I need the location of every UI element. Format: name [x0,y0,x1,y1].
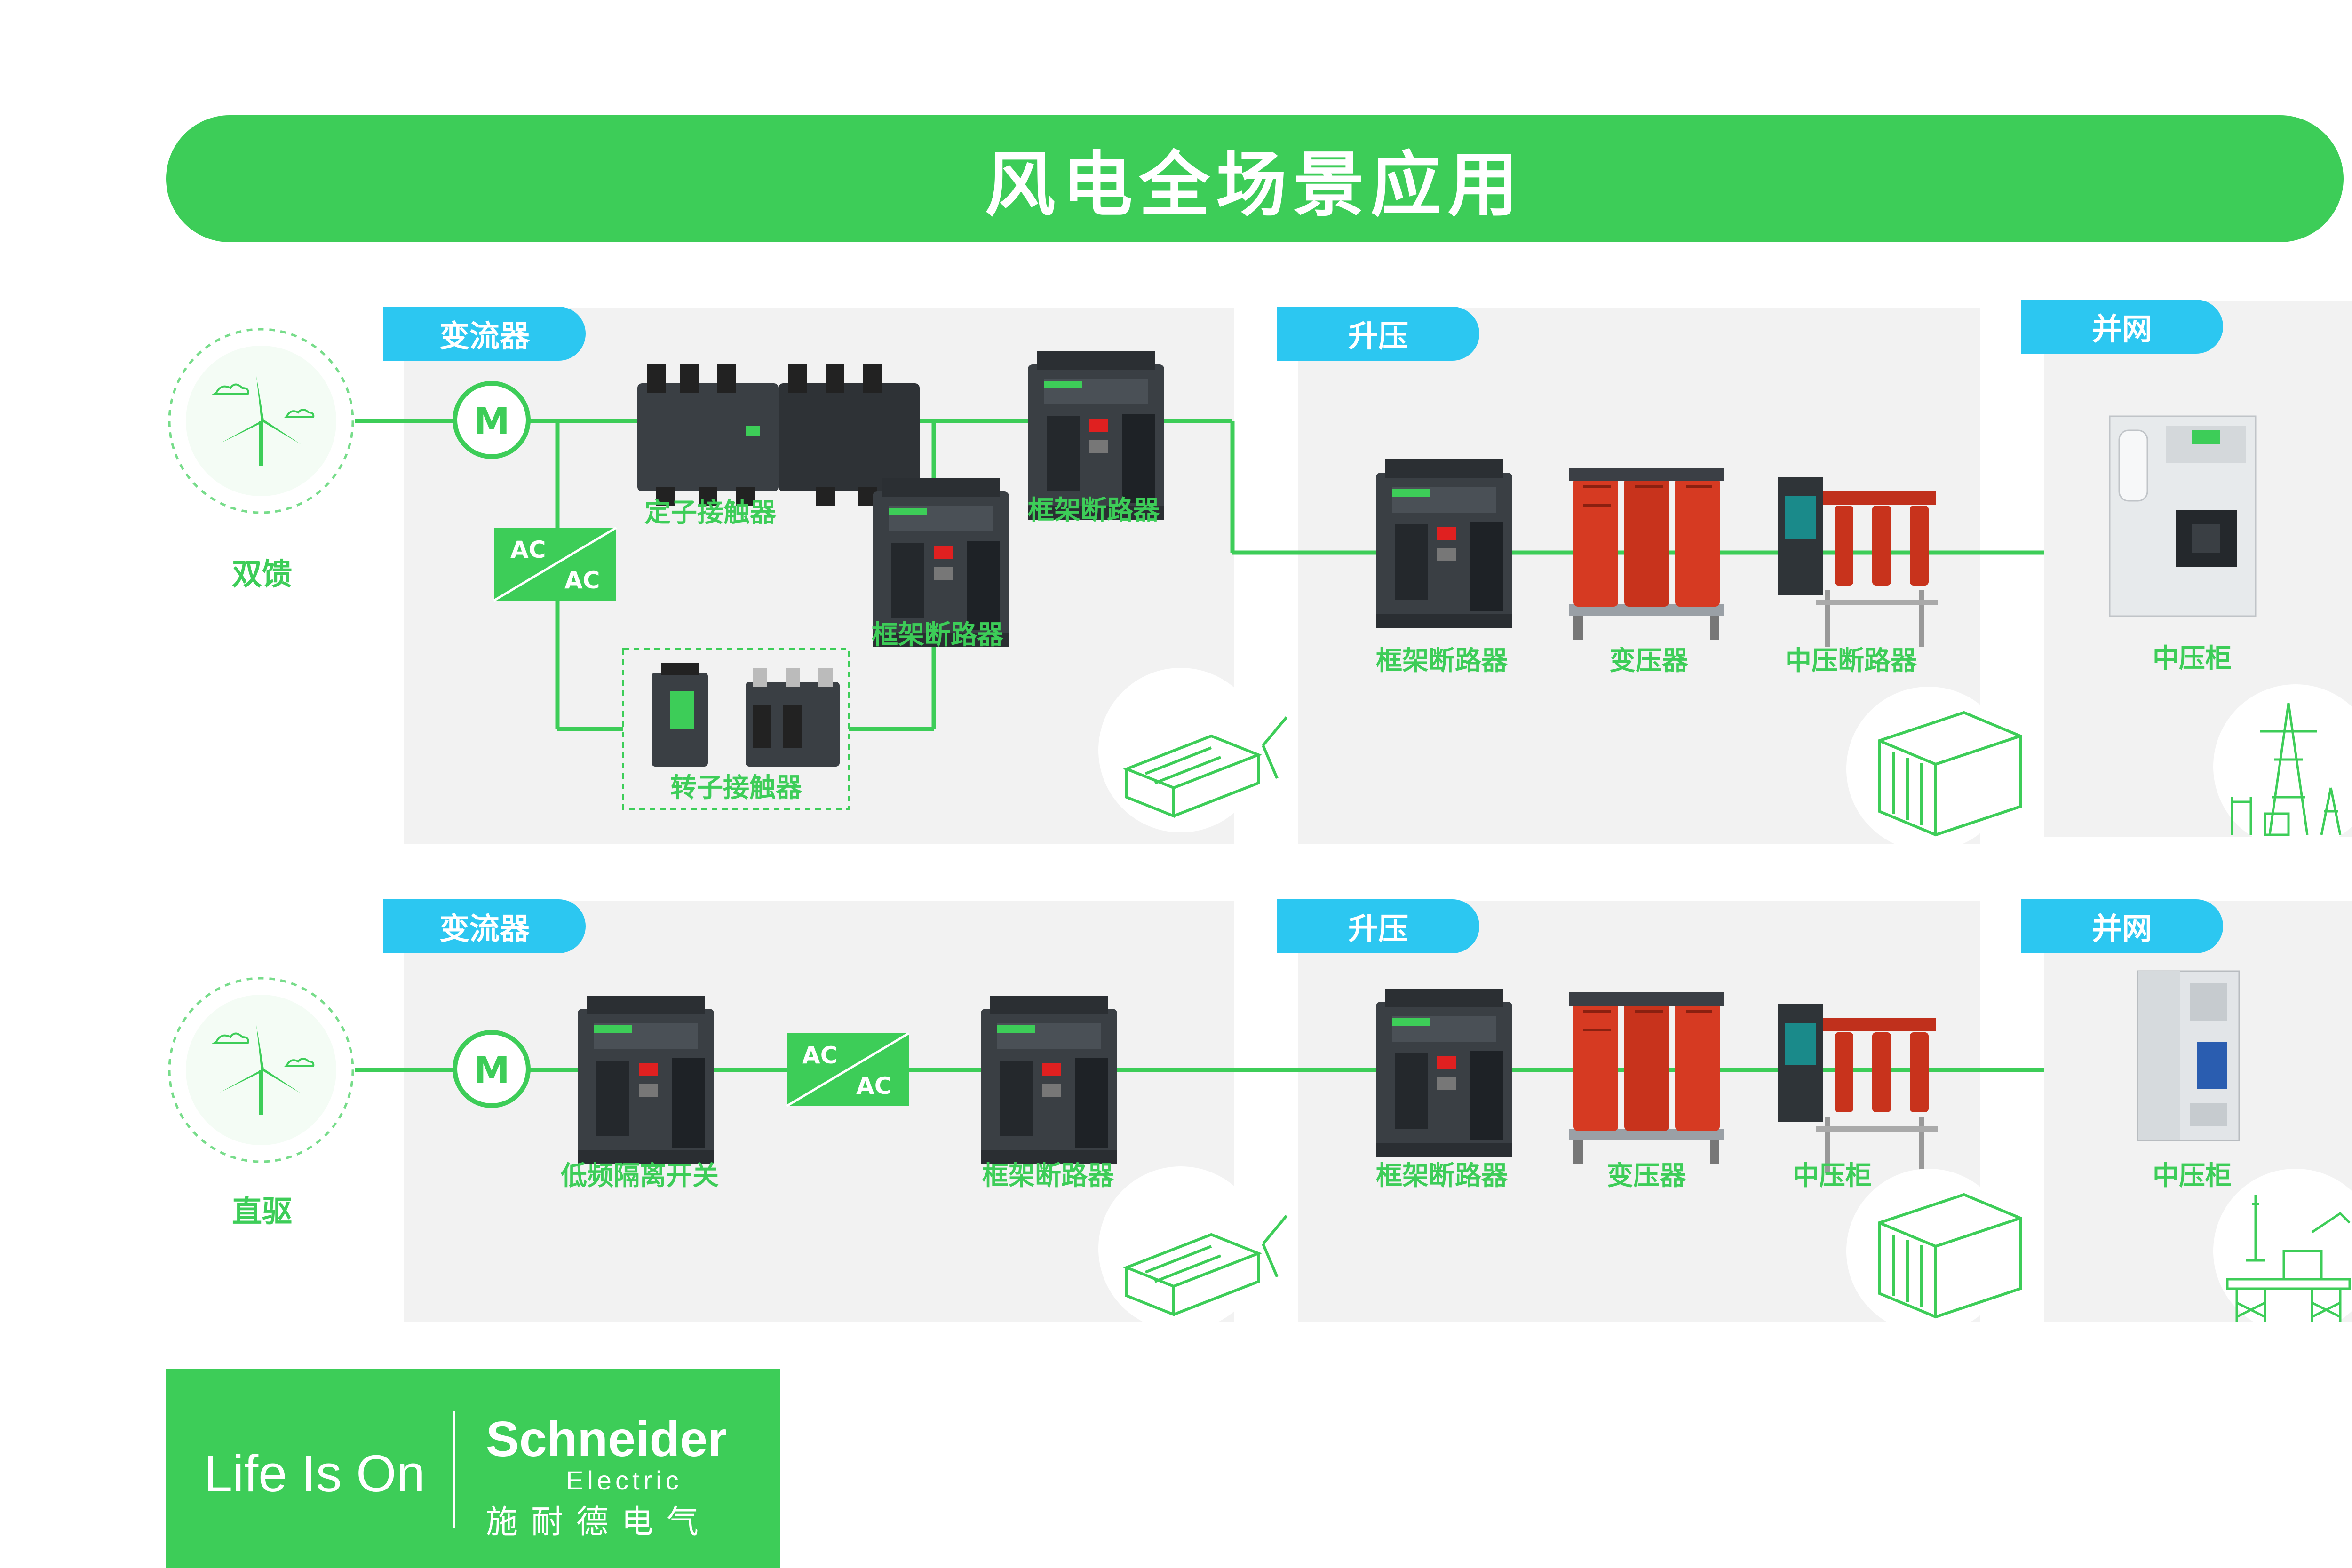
tab-stepup-row2: 升压 [1277,899,1479,953]
frame-breaker-label: 框架断路器 [982,1161,1114,1191]
page-title: 风电全场景应用 [985,144,1525,226]
lf-isolation-switch-label: 低频隔离开关 [561,1161,719,1191]
mv-breaker-icon [1778,477,1938,647]
brand-name-cn: 施耐德电气 [486,1504,712,1541]
brand-footer: Life Is On Schneider Electric 施耐德电气 [166,1369,780,1568]
stator-contactor-icon [637,364,920,506]
frame-breaker-label: 框架断路器 [1028,495,1160,526]
frame-breaker-label: 框架断路器 [872,620,1003,650]
wind-turbine-icon [169,329,353,513]
acac-top-label: AC [510,536,546,563]
rotor-contactor-group [622,648,850,810]
tab-grid-row1: 并网 [2021,300,2223,354]
mv-cabinet-label: 中压柜 [2153,1161,2232,1191]
lf-isolation-switch-icon [578,996,714,1164]
mv-cabinet-icon [2137,970,2240,1141]
frame-breaker-icon [1376,459,1512,628]
transformer-label: 变压器 [1609,646,1688,676]
acac-bottom-label: AC [856,1072,892,1100]
frame-breaker-icon [1376,989,1512,1157]
slogan: Life Is On [204,1445,425,1503]
rotor-contactor-label: 转子接触器 [670,773,802,803]
brand-sub: Electric [566,1465,683,1495]
title-banner: 风电全场景应用 [166,115,2344,242]
frame-breaker-icon [981,996,1117,1164]
mv-cabinet-label: 中压柜 [2153,643,2232,674]
mv-breaker-icon [1778,1004,1938,1173]
tab-grid-row2: 并网 [2021,899,2223,953]
turbine-type-direct-drive: 直驱 [232,1195,292,1229]
rotor-contactor-icon [652,663,840,767]
acac-bottom-label: AC [564,567,600,594]
wind-turbine-icon [169,978,353,1162]
ac-ac-converter-icon [786,1032,910,1108]
mv-cabinet-label: 中压柜 [1793,1161,1872,1191]
brand-name: Schneider [486,1411,727,1467]
tab-converter-row1: 变流器 [383,307,586,361]
tab-converter-row2: 变流器 [383,899,586,953]
tab-stepup-row1: 升压 [1277,307,1479,361]
mv-breaker-label: 中压断路器 [1785,646,1917,676]
footer-divider [453,1411,455,1528]
frame-breaker-label: 框架断路器 [1376,646,1508,676]
stator-contactor-label: 定子接触器 [644,498,776,528]
ac-ac-converter-icon [493,526,617,602]
motor-label: M [473,1050,510,1092]
transformer-icon [1569,992,1724,1164]
turbine-type-doubly-fed: 双馈 [232,557,292,592]
acac-top-label: AC [802,1042,838,1069]
transformer-icon [1569,468,1724,640]
motor-label: M [473,401,510,443]
frame-breaker-label: 框架断路器 [1376,1161,1508,1191]
transformer-label: 变压器 [1607,1161,1686,1191]
mv-cabinet-icon [2109,415,2257,617]
